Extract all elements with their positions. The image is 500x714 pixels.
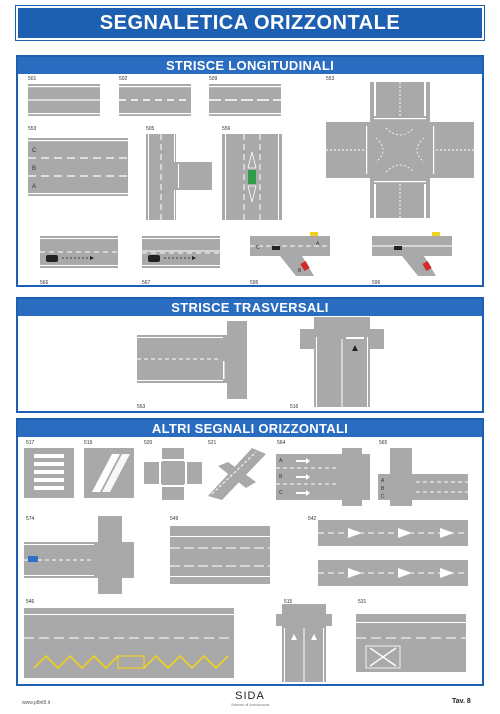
diagram-542-lane-arrows <box>318 520 468 586</box>
logo-subtitle: Sistemi di Autoscuola <box>230 702 270 707</box>
diagram-505-t-junction <box>146 134 212 220</box>
section-title-longitudinal: STRISCE LONGITUDINALI <box>18 57 482 74</box>
code-label: 516 <box>290 404 299 410</box>
code-label: 553 <box>28 126 37 132</box>
code-label: 515 <box>284 599 293 605</box>
turn-label-c: C <box>256 245 260 251</box>
diagram-553-lanes <box>28 138 128 196</box>
section-transversal: STRISCE TRASVERSALI <box>16 297 484 413</box>
code-label: 563 <box>137 404 146 410</box>
car-icon <box>310 232 318 236</box>
diagram-546-zigzag <box>24 608 234 678</box>
diagram-521-diagonal-crossing <box>208 448 266 500</box>
diagram-595-turn <box>250 232 330 276</box>
diagram-564-lane-arrows <box>276 448 370 506</box>
diagram-516-stop <box>300 317 384 407</box>
code-label: 546 <box>26 599 35 605</box>
arrow-icon <box>90 256 94 260</box>
lane-label-a: A <box>381 478 385 484</box>
code-label: 542 <box>308 516 317 522</box>
car-icon <box>394 246 402 250</box>
car-icon <box>300 261 310 271</box>
diagram-565-lane-arrows <box>378 448 468 506</box>
code-label: 553 <box>326 76 335 82</box>
lane-label-c: C <box>32 148 37 154</box>
diagram-596-turn <box>372 232 452 276</box>
turn-label-b: B <box>298 268 302 274</box>
code-label: 501 <box>28 76 37 82</box>
diagram-567-overtaking <box>142 236 220 268</box>
lane-label-c: C <box>381 494 385 500</box>
code-label: 549 <box>170 516 179 522</box>
lane-label-b: B <box>32 166 37 172</box>
code-label: 564 <box>277 440 286 446</box>
code-label: 595 <box>250 280 259 286</box>
turn-label-a: A <box>316 241 320 247</box>
diagram-502-dashed-line <box>119 84 191 116</box>
diagram-520-junction-crossing <box>144 448 202 500</box>
code-label: 502 <box>119 76 128 82</box>
diagram-556-median <box>222 134 282 220</box>
footer-website: www.p8ni8.it <box>22 700 51 706</box>
code-label: 531 <box>358 599 367 605</box>
code-label: 509 <box>209 76 218 82</box>
plate-number: Tav. 8 <box>452 698 471 705</box>
code-label: 567 <box>142 280 151 286</box>
diagram-549-lane <box>170 526 270 584</box>
car-icon <box>272 246 280 250</box>
section-title-other: ALTRI SEGNALI ORIZZONTALI <box>18 420 482 437</box>
arrow-icon <box>352 345 358 351</box>
diagram-501-continuous-line <box>28 84 100 116</box>
code-label: 566 <box>40 280 49 286</box>
diagram-543-intersection <box>326 82 474 218</box>
section-title-transversal: STRISCE TRASVERSALI <box>18 299 482 316</box>
diagram-566-overtaking <box>40 236 118 268</box>
lane-label-a: A <box>32 184 37 190</box>
diagram-531-no-parking <box>356 614 466 672</box>
car-icon <box>46 255 58 262</box>
code-label: 517 <box>26 440 35 446</box>
car-icon <box>28 556 38 562</box>
logo-text: SIDA <box>235 690 265 702</box>
lane-label-a: A <box>279 458 283 464</box>
car-icon <box>148 255 160 262</box>
arrow-icon <box>192 256 196 260</box>
sida-logo: SIDA Sistemi di Autoscuola <box>220 690 280 707</box>
code-label: 556 <box>222 126 231 132</box>
car-icon <box>422 261 432 271</box>
page-title: SEGNALETICA ORIZZONTALE <box>16 6 484 40</box>
code-label: 505 <box>146 126 155 132</box>
code-label: 519 <box>84 440 93 446</box>
code-label: 521 <box>208 440 217 446</box>
lane-label-b: B <box>381 486 385 492</box>
lane-label-c: C <box>279 490 283 496</box>
diagram-517-zebra <box>24 448 74 498</box>
car-icon <box>432 232 440 236</box>
code-label: 565 <box>379 440 388 446</box>
code-label: 520 <box>144 440 153 446</box>
code-label: 596 <box>372 280 381 286</box>
lane-label-b: B <box>279 474 283 480</box>
diagram-509-dashed-line <box>209 84 281 116</box>
diagram-574-parking <box>24 516 134 594</box>
code-label: 574 <box>26 516 35 522</box>
diagram-515-lane-arrows <box>276 604 332 682</box>
diagram-519-bike-crossing <box>84 448 134 498</box>
diagram-563-give-way <box>137 321 247 399</box>
